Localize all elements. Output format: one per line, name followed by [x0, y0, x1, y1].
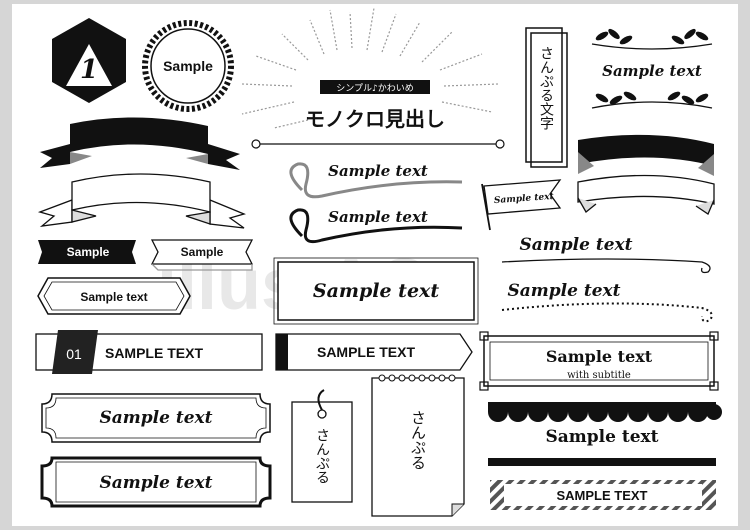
hex-label-text: Sample text [80, 290, 147, 304]
heading-illustrations: illustAC 1 Sample シンプル♪かわいめ モノクロ見出し [35, 7, 722, 517]
ornate-text-1: Sample text [99, 408, 212, 428]
wave-text-1: Sample text [519, 235, 632, 255]
vertical-text-box: さんぷる文字 [525, 27, 568, 168]
memo-pad: さんぷる [371, 374, 465, 517]
numbered-heading: 01 SAMPLE TEXT [35, 330, 263, 374]
flag-box-heading: SAMPLE TEXT [275, 333, 473, 371]
ribbon-black-label: Sample [67, 245, 110, 259]
subtitle-sub: with subtitle [567, 370, 631, 381]
laurel-heading: Sample text [591, 28, 713, 109]
wave-heading-1: Sample text [501, 235, 711, 274]
wave-text-2: Sample text [507, 281, 620, 301]
stamp-label: Sample [163, 58, 213, 74]
heading-title: モノクロ見出し [305, 107, 445, 131]
scallop-band: Sample text [488, 402, 722, 466]
pennant-flag: Sample text [481, 179, 562, 231]
ornate-frame-1: Sample text [41, 393, 271, 443]
badge-number: 1 [80, 55, 98, 85]
outline-ribbon-banner [37, 173, 246, 229]
hang-tag: さんぷる [291, 389, 353, 503]
subtitle-title: Sample text [546, 347, 653, 366]
ornate-frame-2: Sample text [40, 456, 272, 508]
stripe-band: SAMPLE TEXT [490, 480, 716, 510]
sample-ribbon-white: Sample [150, 239, 254, 271]
radiating-heading [241, 7, 499, 129]
center-script-text: Sample text [313, 280, 440, 302]
heading-tag: シンプル♪かわいめ [336, 83, 413, 94]
hexagon-label: Sample text [37, 277, 191, 315]
ribbon-white-label: Sample [181, 245, 224, 259]
hexagon-number-badge: 1 [52, 18, 126, 103]
numbered-index: 01 [66, 346, 82, 362]
round-stamp-badge: Sample [142, 20, 234, 112]
sample-ribbon-black: Sample [38, 240, 136, 264]
memo-text: さんぷる [409, 410, 427, 470]
wave-heading-2: Sample text [501, 281, 713, 323]
center-script-frame: Sample text [273, 257, 479, 325]
heading-title-block: シンプル♪かわいめ モノクロ見出し [251, 80, 505, 149]
hang-tag-text: さんぷる [314, 428, 330, 484]
black-ribbon-banner [40, 117, 240, 170]
sample-sheet: illustAC 1 Sample シンプル♪かわいめ モノクロ見出し [12, 4, 738, 526]
scallop-text: Sample text [545, 427, 658, 447]
loop-text-2: Sample text [328, 208, 428, 226]
right-black-ribbon [578, 134, 714, 176]
right-outline-ribbon [577, 174, 715, 215]
loop-text-1: Sample text [328, 162, 428, 180]
pennant-text: Sample text [494, 192, 555, 206]
subtitle-frame: Sample text with subtitle [479, 331, 719, 391]
numbered-text: SAMPLE TEXT [105, 345, 203, 361]
loop-heading-2: Sample text [289, 208, 463, 244]
loop-heading-1: Sample text [289, 162, 463, 199]
vertical-text: さんぷる文字 [538, 46, 554, 130]
laurel-text: Sample text [602, 62, 702, 80]
ornate-text-2: Sample text [99, 473, 212, 493]
flag-box-text: SAMPLE TEXT [317, 344, 415, 360]
stripe-text: SAMPLE TEXT [556, 488, 647, 503]
